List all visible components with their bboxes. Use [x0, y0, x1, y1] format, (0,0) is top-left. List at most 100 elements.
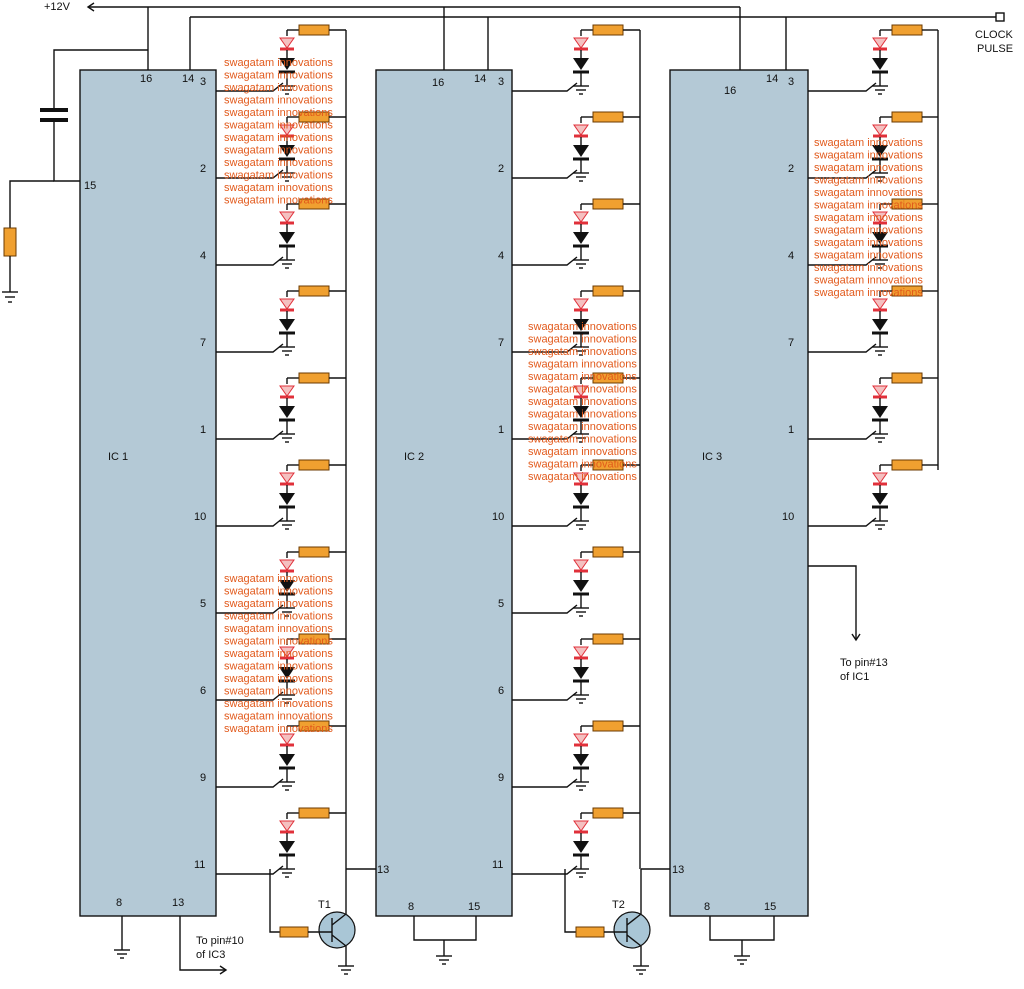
watermark-text: swagatam innovations [814, 187, 923, 199]
ic2-output-stage: 1 [498, 372, 640, 443]
watermark-text: swagatam innovations [224, 157, 333, 169]
watermark-text: swagatam innovations [224, 57, 333, 69]
note-ic3-line1: To pin#13 [840, 657, 888, 669]
watermark-text: swagatam innovations [224, 686, 333, 698]
watermark-text: swagatam innovations [224, 70, 333, 82]
watermark-text: swagatam innovations [528, 321, 637, 333]
ic2-output-pin-label: 6 [498, 685, 504, 697]
ic2-output-pin-label: 10 [492, 511, 504, 523]
ic2-output-stage: 11 [492, 807, 640, 878]
ic1-body [79, 69, 217, 917]
ic3-output-stage: 1 [788, 372, 938, 443]
ic2-output-stage: 3 [498, 24, 640, 95]
ic2-output-stage: 2 [498, 111, 640, 182]
watermark-text: swagatam innovations [814, 162, 923, 174]
note-ic3-line2: of IC1 [840, 671, 869, 683]
ic3-output-pin-label: 3 [788, 76, 794, 88]
ic3-output-stage: 2 [788, 111, 938, 182]
ic1-output-pin-label: 11 [194, 859, 205, 871]
watermark-text: swagatam innovations [528, 359, 637, 371]
ic3-body [669, 69, 809, 917]
watermark-text: swagatam innovations [814, 225, 923, 237]
watermark-text: swagatam innovations [814, 137, 923, 149]
watermark-text: swagatam innovations [224, 145, 333, 157]
watermark-text: swagatam innovations [814, 200, 923, 212]
ic3-pin14: 14 [766, 73, 778, 85]
ic3-pin16: 16 [724, 85, 736, 97]
ic1-output-stage: 9 [200, 720, 346, 791]
ic1-output-pin-label: 6 [200, 685, 206, 697]
ic1-output-pin-label: 7 [200, 337, 206, 349]
ic2-output-stage: 9 [498, 720, 640, 791]
ic2-output-pin-label: 2 [498, 163, 504, 175]
ic1-pin14: 14 [182, 73, 194, 85]
watermark-text: swagatam innovations [224, 623, 333, 635]
ic2-output-pin-label: 5 [498, 598, 504, 610]
bottom-wiring [121, 565, 861, 975]
watermark-text: swagatam innovations [814, 175, 923, 187]
ic1-output-stage: 10 [194, 459, 346, 530]
ic2-pin13: 13 [377, 864, 389, 876]
ic1-output-pin-label: 1 [200, 424, 206, 436]
ic3-output-stage: 7 [788, 285, 938, 356]
watermark-text: swagatam innovations [528, 459, 637, 471]
watermark-text: swagatam innovations [528, 334, 637, 346]
clock-label-line2: PULSE [977, 43, 1013, 55]
watermark-text: swagatam innovations [224, 82, 333, 94]
ic1-output-pin-label: 5 [200, 598, 206, 610]
watermark-text: swagatam innovations [224, 120, 333, 132]
ic3-output-pin-label: 1 [788, 424, 794, 436]
watermark-text: swagatam innovations [224, 107, 333, 119]
ic3-output-pin-label: 7 [788, 337, 794, 349]
watermark-text: swagatam innovations [224, 573, 333, 585]
ic3-pin8: 8 [704, 901, 710, 913]
ic1-output-pin-label: 9 [200, 772, 206, 784]
watermark-text: swagatam innovations [224, 661, 333, 673]
watermark-text: swagatam innovations [224, 598, 333, 610]
ic3-pin13: 13 [672, 864, 684, 876]
watermark-text: swagatam innovations [224, 95, 333, 107]
ic1-output-stage: 11 [194, 807, 346, 878]
ic2-label: IC 2 [404, 451, 424, 463]
watermark-text: swagatam innovations [224, 611, 333, 623]
ic1-output-pin-label: 2 [200, 163, 206, 175]
watermark-text: swagatam innovations [528, 371, 637, 383]
ic2-output-stage: 6 [498, 633, 640, 704]
ic2-body [375, 69, 513, 917]
ic3-output-stage: 10 [782, 459, 938, 530]
ic1-output-stage: 5 [200, 546, 346, 617]
wiring [2, 2, 1005, 303]
watermark-text: swagatam innovations [224, 636, 333, 648]
watermark-text: swagatam innovations [814, 262, 923, 274]
ic3-output-pin-label: 2 [788, 163, 794, 175]
watermark-text: swagatam innovations [814, 287, 923, 299]
t1-label: T1 [318, 899, 331, 911]
clock-label-line1: CLOCK [975, 29, 1014, 41]
watermark-text: swagatam innovations [528, 421, 637, 433]
ic2-pin16: 16 [432, 77, 444, 89]
ic3-output-stage: 3 [788, 24, 938, 95]
ic2-output-pin-label: 3 [498, 76, 504, 88]
ic2-output-pin-label: 11 [492, 859, 503, 871]
ic1-pin16: 16 [140, 73, 152, 85]
ic1-output-pin-label: 4 [200, 250, 206, 262]
ic2-output-pin-label: 9 [498, 772, 504, 784]
watermark-text: swagatam innovations [814, 250, 923, 262]
ic3-label: IC 3 [702, 451, 722, 463]
watermark-text: swagatam innovations [528, 434, 637, 446]
supply-label: +12V [44, 1, 71, 13]
ic1-output-stage: 6 [200, 633, 346, 704]
watermark-text: swagatam innovations [224, 170, 333, 182]
ic2-output-pin-label: 7 [498, 337, 504, 349]
watermark-text: swagatam innovations [528, 346, 637, 358]
ic1-output-stage: 1 [200, 372, 346, 443]
watermark-text: swagatam innovations [224, 698, 333, 710]
transistor-t1: T1 [269, 869, 356, 966]
watermark-text: swagatam innovations [224, 711, 333, 723]
watermark-text: swagatam innovations [224, 673, 333, 685]
